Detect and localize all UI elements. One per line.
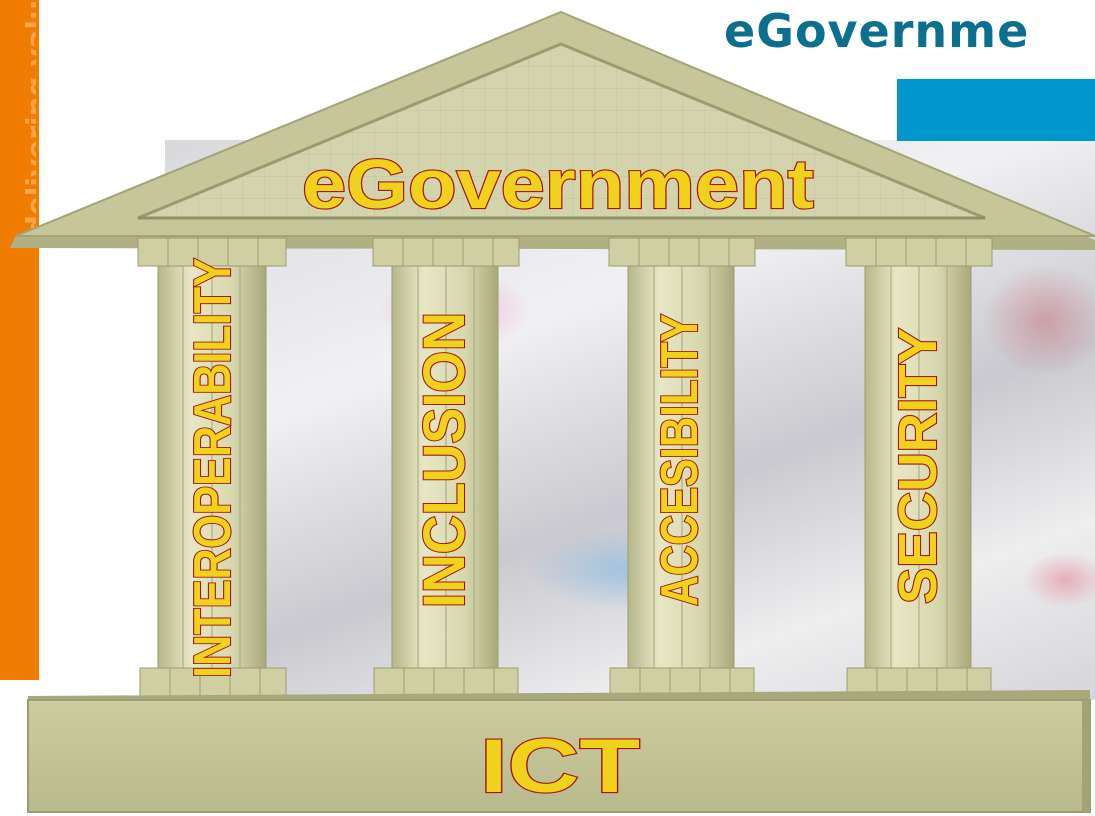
pillars-group: INTEROPERABILITY INCLUSION [137, 237, 993, 697]
pillar-label-inclusion: INCLUSION [412, 312, 477, 608]
pillar-label-security: SECURITY [888, 328, 948, 604]
temple-roof [10, 10, 1095, 250]
title-accent-box [897, 79, 1095, 141]
temple-base: ICT [27, 690, 1091, 813]
pillar-accesibility: ACCESIBILITY [608, 237, 756, 697]
pillar-inclusion: INCLUSION [372, 237, 520, 697]
roof-label: eGovernment [302, 145, 814, 223]
pillar-label-interoperability: INTEROPERABILITY [184, 258, 242, 678]
side-accent-bar: delivering valu [0, 0, 39, 680]
pillar-interoperability: INTEROPERABILITY [137, 237, 287, 697]
base-label: ICT [480, 724, 640, 809]
pillar-security: SECURITY [845, 237, 993, 697]
pillar-label-accesibility: ACCESIBILITY [651, 314, 709, 606]
page-title: eGovernme [724, 4, 1030, 58]
